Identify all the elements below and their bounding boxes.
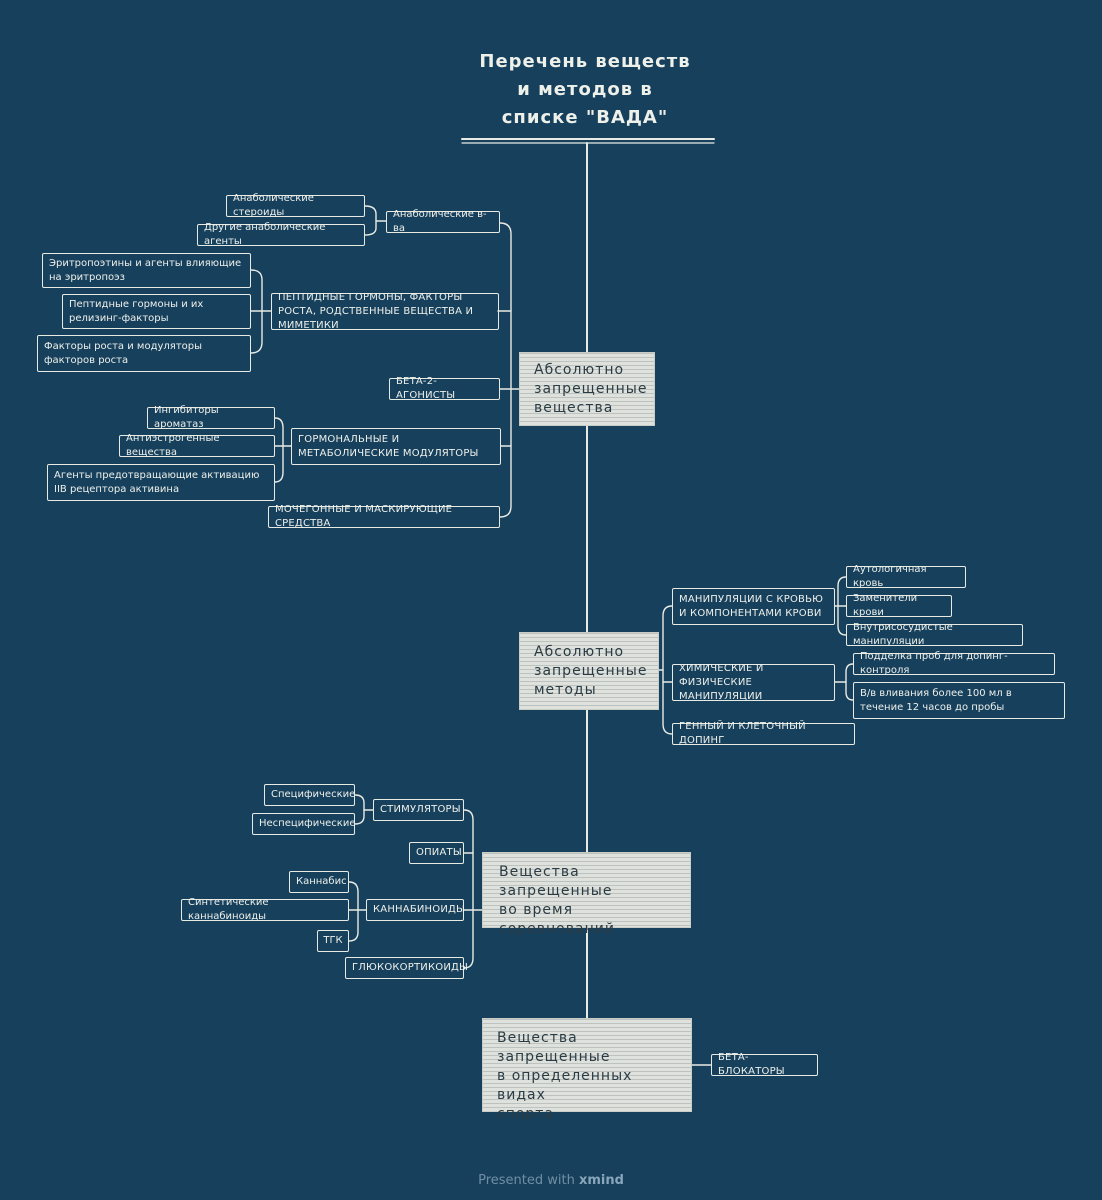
node-gene-doping[interactable]: ГЕННЫЙ И КЛЕТОЧНЫЙ ДОПИНГ — [672, 721, 855, 746]
node-epo[interactable]: Эритропоэтины и агенты влияющие на эритр… — [42, 253, 251, 288]
node-particular-sports-line-2: запрещенные — [497, 1049, 611, 1065]
node-prohibited-substances-line-2: запрещенные — [534, 381, 648, 397]
node-autologous-blood[interactable]: Аутологичная кровь — [846, 564, 966, 589]
node-other-anabolic[interactable]: Другие анаболические агенты — [197, 222, 365, 247]
node-peptide-hormones[interactable]: ПЕПТИДНЫЕ ГОРМОНЫ, ФАКТОРЫ РОСТА, РОДСТВ… — [271, 292, 499, 331]
node-nonspecific[interactable]: Неспецифические — [252, 813, 355, 835]
node-blood-substitutes[interactable]: Заменители крови — [846, 593, 952, 618]
node-particular-sports[interactable]: Вещества запрещенные в определенных вида… — [482, 1018, 692, 1122]
node-specific[interactable]: Специфические — [264, 784, 355, 806]
node-in-competition[interactable]: Вещества запрещенные во время соревнован… — [482, 852, 691, 937]
node-thc[interactable]: ТГК — [317, 930, 349, 952]
node-chemical-physical[interactable]: ХИМИЧЕСКИЕ И ФИЗИЧЕСКИЕ МАНИПУЛЯЦИИ — [672, 663, 835, 702]
node-in-competition-line-1: Вещества — [499, 864, 580, 880]
node-in-competition-line-3: во время соревнований — [499, 902, 615, 937]
footer-brand[interactable]: xmind — [578, 1173, 624, 1188]
node-aromatase-inhibitors[interactable]: Ингибиторы ароматаз — [147, 405, 275, 430]
diagram-title: Перечень веществ и методов в списке "ВАД… — [470, 48, 700, 132]
footer-prefix: Presented with — [478, 1173, 575, 1188]
node-activin-receptor[interactable]: Агенты предотвращающие активацию IIB рец… — [47, 464, 275, 501]
node-prohibited-substances[interactable]: Абсолютно запрещенные вещества — [519, 352, 655, 426]
node-cannabis[interactable]: Каннабис — [289, 871, 349, 893]
node-prohibited-methods-line-2: запрещенные — [534, 663, 648, 679]
node-glucocorticoids[interactable]: ГЛЮКОКОРТИКОИДЫ — [345, 957, 468, 979]
node-beta-blockers[interactable]: БЕТА-БЛОКАТОРЫ — [711, 1052, 818, 1077]
node-prohibited-substances-line-1: Абсолютно — [534, 362, 625, 378]
title-line-1: Перечень веществ — [479, 51, 691, 72]
node-intravascular[interactable]: Внутрисосудистые манипуляции — [846, 622, 1023, 647]
node-prohibited-methods-line-1: Абсолютно — [534, 644, 625, 660]
node-beta2-agonists[interactable]: БЕТА-2-АГОНИСТЫ — [389, 376, 500, 401]
node-particular-sports-line-3: в определенных видах — [497, 1068, 633, 1103]
node-synthetic-cannabinoids[interactable]: Синтетические каннабиноиды — [181, 897, 349, 922]
node-antiestrogen[interactable]: Антиэстрогенные вещества — [119, 433, 275, 458]
title-line-2: и методов в — [517, 79, 653, 100]
node-particular-sports-line-4: спорта — [497, 1106, 555, 1122]
node-particular-sports-line-1: Вещества — [497, 1030, 578, 1046]
node-in-competition-line-2: запрещенные — [499, 883, 613, 899]
node-anabolic-steroids[interactable]: Анаболические стероиды — [226, 193, 365, 218]
node-iv-infusions[interactable]: В/в вливания более 100 мл в течение 12 ч… — [853, 682, 1065, 719]
node-anabolic[interactable]: Анаболические в-ва — [386, 209, 500, 234]
title-line-3: списке "ВАДА" — [501, 107, 669, 128]
node-stimulants[interactable]: СТИМУЛЯТОРЫ — [373, 799, 464, 821]
footer-credit: Presented with xmind — [0, 1173, 1102, 1188]
node-prohibited-methods[interactable]: Абсолютно запрещенные методы — [519, 632, 659, 710]
node-blood-manipulation[interactable]: МАНИПУЛЯЦИИ С КРОВЬЮ И КОМПОНЕНТАМИ КРОВ… — [672, 588, 835, 625]
node-prohibited-methods-line-3: методы — [534, 682, 597, 698]
node-diuretics[interactable]: МОЧЕГОННЫЕ И МАСКИРУЮЩИЕ СРЕДСТВА — [268, 504, 500, 529]
node-sample-tampering[interactable]: Подделка проб для допинг-контроля — [853, 651, 1055, 676]
node-growth-factors[interactable]: Факторы роста и модуляторы факторов рост… — [37, 335, 251, 372]
node-cannabinoids[interactable]: КАННАБИНОИДЫ — [366, 899, 465, 921]
node-peptide-releasing[interactable]: Пептидные гормоны и их релизинг-факторы — [62, 294, 251, 329]
node-hormonal-modulators[interactable]: ГОРМОНАЛЬНЫЕ И МЕТАБОЛИЧЕСКИЕ МОДУЛЯТОРЫ — [291, 428, 501, 465]
node-prohibited-substances-line-3: вещества — [534, 400, 614, 416]
node-opiates[interactable]: ОПИАТЫ — [409, 842, 464, 864]
